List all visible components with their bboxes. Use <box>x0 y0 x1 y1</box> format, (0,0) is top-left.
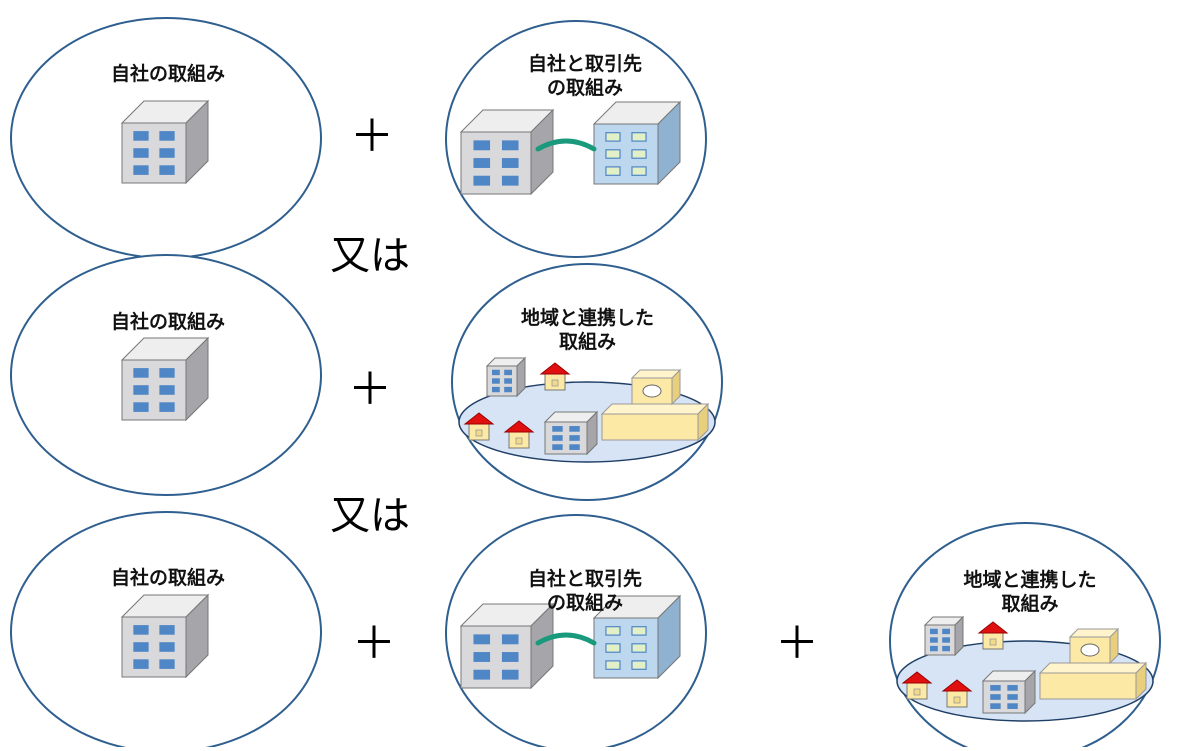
panel-label-partner: 自社と取引先 の取組み <box>527 53 642 99</box>
office-building-icon <box>120 336 210 422</box>
panel-label-own: 自社の取組み <box>110 63 225 85</box>
plus-sign: ＋ <box>775 618 819 669</box>
panel-label-own: 自社の取組み <box>110 567 225 589</box>
factory-icon <box>600 368 710 442</box>
house-icon <box>941 679 973 708</box>
separator-or: 又は <box>330 493 410 539</box>
house-icon <box>901 671 933 700</box>
house-icon <box>977 621 1009 650</box>
plus-sign: ＋ <box>352 618 396 669</box>
panel-label-partner: 自社と取引先 の取組み <box>527 568 642 614</box>
partner-building-icon <box>592 100 682 186</box>
plus-sign: ＋ <box>348 364 392 415</box>
plus-sign: ＋ <box>350 111 394 162</box>
panel-ellipse-partner <box>445 514 707 751</box>
link-connector <box>535 632 597 646</box>
link-connector <box>535 138 597 152</box>
panel-label-region: 地域と連携した 取組み <box>520 307 654 353</box>
partner-building-icon <box>592 594 682 680</box>
separator-or: 又は <box>330 233 410 279</box>
house-icon <box>539 362 571 391</box>
house-icon <box>503 420 535 449</box>
small-building-icon <box>923 615 965 657</box>
office-building-icon <box>120 593 210 679</box>
panel-label-region: 地域と連携した 取組み <box>963 569 1097 615</box>
small-building-icon <box>981 669 1037 715</box>
office-building-icon <box>459 602 555 690</box>
panel-label-own: 自社の取組み <box>110 311 225 333</box>
panel-ellipse-partner <box>445 20 707 258</box>
office-building-icon <box>120 99 210 185</box>
house-icon <box>463 412 495 441</box>
small-building-icon <box>543 410 599 456</box>
office-building-icon <box>459 108 555 196</box>
small-building-icon <box>485 356 527 398</box>
factory-icon <box>1038 627 1148 701</box>
